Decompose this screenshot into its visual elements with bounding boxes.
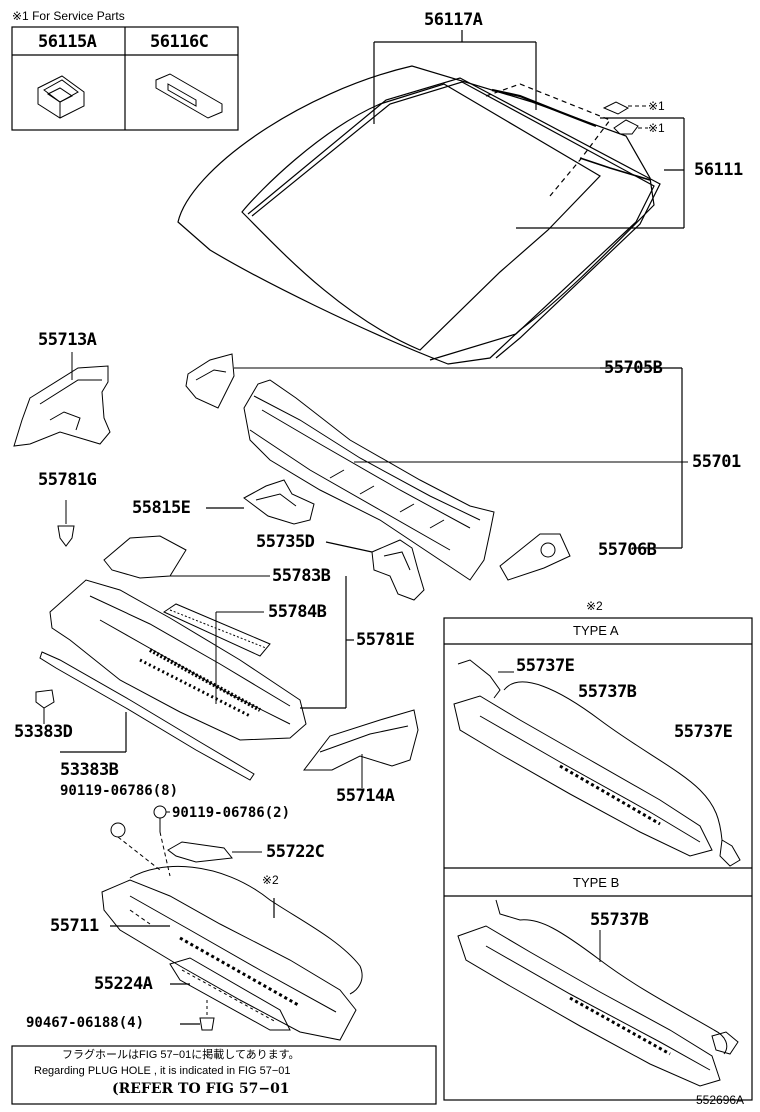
strip-56116c-part (155, 73, 223, 119)
clip-56115a-part (37, 75, 85, 119)
label-55783b: 55783B (272, 566, 331, 586)
leader-56117a (373, 30, 537, 124)
seal-55735d-part (371, 539, 425, 601)
bracket-55722c-part (167, 841, 262, 863)
bracket-55706b-part (499, 533, 571, 581)
strip-55784b-part (162, 603, 271, 704)
label-55781g: 55781G (38, 470, 97, 490)
service-clips (602, 101, 648, 135)
insulator-55224a-part (169, 957, 291, 1031)
type-variant-box (443, 617, 753, 1101)
label-90467-06188-4: 90467-06188(4) (26, 1015, 145, 1031)
label-type-a-55737b: 55737B (578, 682, 637, 702)
label-53383b: 53383B (60, 760, 119, 780)
footer-note-box (11, 1045, 437, 1105)
mark-service-1a: ※1 (648, 99, 665, 113)
bracket-55783b-part (103, 535, 270, 579)
label-56115a: 56115A (38, 32, 97, 52)
label-55815e: 55815E (132, 498, 191, 518)
label-55722c: 55722C (266, 842, 325, 862)
label-56116c: 56116C (150, 32, 209, 52)
label-90119-06786-2: 90119-06786(2) (172, 805, 291, 821)
label-55701: 55701 (692, 452, 741, 472)
label-90119-06786-8: 90119-06786(8) (60, 783, 179, 799)
bolt-90119-parts (110, 805, 171, 877)
label-55706b: 55706B (598, 540, 657, 560)
label-55705b: 55705B (604, 358, 663, 378)
mark-service-1b: ※1 (648, 121, 665, 135)
type-a-cowl-drawing (453, 659, 741, 867)
label-55224a: 55224A (94, 974, 153, 994)
label-type-b-55737b: 55737B (590, 910, 649, 930)
seal-55815e-part (243, 479, 315, 525)
mark-type-2: ※2 (262, 873, 279, 887)
label-53383d: 53383D (14, 722, 73, 742)
clip-90467-part (199, 1000, 215, 1031)
type-a-header: TYPE A (573, 623, 619, 638)
figure-id: 552696A (696, 1093, 745, 1107)
mark-type-box-2: ※2 (586, 599, 603, 613)
cowl-side-panel-right-part (302, 709, 419, 788)
type-b-cowl-drawing (457, 899, 739, 1087)
cowl-side-panel-left-part (13, 352, 111, 447)
clip-53383d-part (35, 689, 55, 724)
label-56117a: 56117A (424, 10, 483, 30)
cowl-louver-assembly-part (49, 579, 307, 741)
leader-56111 (516, 117, 685, 229)
footer-note-english: Regarding PLUG HOLE , it is indicated in… (34, 1065, 291, 1077)
cowl-panel-lower-55711-part (101, 865, 363, 1041)
footer-refer-link: (REFER TO FIG 57−01 (112, 1081, 290, 1097)
windshield-glass-part (177, 65, 661, 365)
footer-note-japanese: フラグホールはFIG 57−01に掲載してあります。 (62, 1049, 300, 1061)
label-55714a: 55714A (336, 786, 395, 806)
label-55735d: 55735D (256, 532, 315, 552)
cowl-top-panel-55701-part (243, 379, 688, 581)
leader-55781e (300, 576, 354, 709)
service-parts-box (11, 26, 239, 131)
label-55713a: 55713A (38, 330, 97, 350)
label-type-a-55737e-2: 55737E (674, 722, 733, 742)
label-type-a-55737e-1: 55737E (516, 656, 575, 676)
bracket-55705b-part (185, 353, 600, 409)
clip-55781g-part (57, 500, 75, 547)
label-55781e: 55781E (356, 630, 415, 650)
weatherstrip-53383b-part (39, 651, 255, 781)
type-b-header: TYPE B (573, 875, 620, 890)
label-56111: 56111 (694, 160, 743, 180)
service-parts-note: ※1 For Service Parts (12, 9, 125, 23)
label-55711: 55711 (50, 916, 99, 936)
label-55784b: 55784B (268, 602, 327, 622)
moulding-dashed-outline (485, 83, 611, 197)
